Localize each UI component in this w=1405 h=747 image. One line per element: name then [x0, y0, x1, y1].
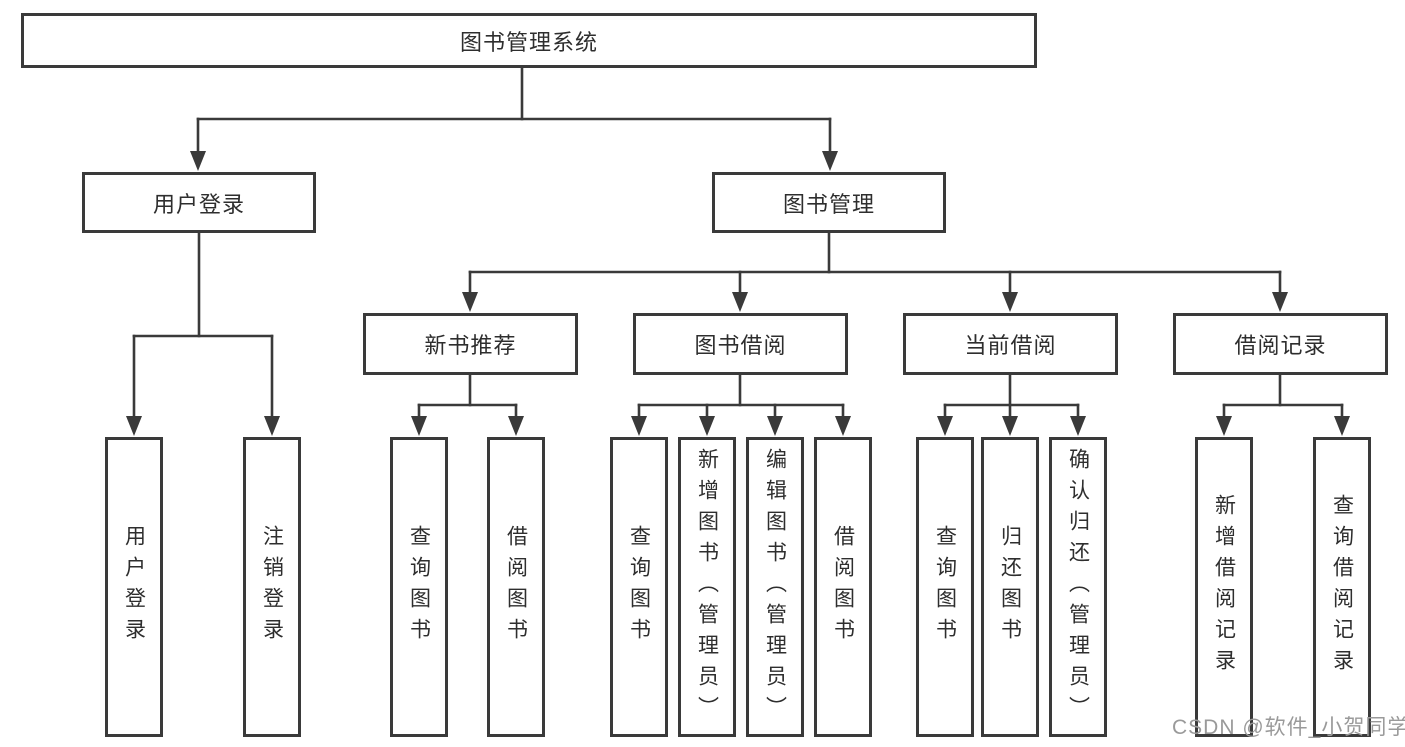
node-label: 编辑图书（管理员）	[763, 447, 787, 727]
leaf-query-borrow-record: 查询借阅记录	[1313, 437, 1371, 737]
node-label: 注销登录	[260, 525, 284, 649]
node-user-login: 用户登录	[82, 172, 316, 233]
node-book-borrow: 图书借阅	[633, 313, 848, 375]
leaf-logout: 注销登录	[243, 437, 301, 737]
leaf-add-borrow-record: 新增借阅记录	[1195, 437, 1253, 737]
node-label: 借阅记录	[1234, 333, 1327, 358]
node-current-borrow: 当前借阅	[903, 313, 1118, 375]
leaf-add-books-admin: 新增图书（管理员）	[678, 437, 736, 737]
node-label: 查询图书	[407, 525, 431, 649]
node-label: 归还图书	[998, 525, 1022, 649]
node-label: 查询图书	[933, 525, 957, 649]
node-label: 新增图书（管理员）	[695, 447, 719, 727]
node-borrow-records: 借阅记录	[1173, 313, 1388, 375]
node-root-system: 图书管理系统	[21, 13, 1037, 68]
node-label: 新书推荐	[424, 333, 517, 358]
leaf-confirm-return-admin: 确认归还（管理员）	[1049, 437, 1107, 737]
node-label: 当前借阅	[964, 333, 1057, 358]
node-label: 新增借阅记录	[1212, 494, 1236, 680]
node-label: 图书借阅	[694, 333, 787, 358]
leaf-query-books-1: 查询图书	[390, 437, 448, 737]
csdn-watermark: CSDN @软件_小贺同学	[1172, 716, 1405, 739]
node-label: 查询图书	[627, 525, 651, 649]
node-label: 用户登录	[152, 191, 245, 217]
node-book-management: 图书管理	[712, 172, 946, 233]
leaf-edit-books-admin: 编辑图书（管理员）	[746, 437, 804, 737]
leaf-return-books: 归还图书	[981, 437, 1039, 737]
node-label: 确认归还（管理员）	[1066, 447, 1090, 727]
leaf-query-books-2: 查询图书	[610, 437, 668, 737]
node-label: 借阅图书	[831, 525, 855, 649]
node-label: 图书管理	[782, 191, 875, 217]
node-label: 图书管理系统	[459, 29, 598, 55]
leaf-borrow-books-1: 借阅图书	[487, 437, 545, 737]
leaf-query-books-3: 查询图书	[916, 437, 974, 737]
leaf-borrow-books-2: 借阅图书	[814, 437, 872, 737]
node-new-book-recommend: 新书推荐	[363, 313, 578, 375]
node-label: 用户登录	[122, 525, 146, 649]
leaf-user-login: 用户登录	[105, 437, 163, 737]
node-label: 借阅图书	[504, 525, 528, 649]
node-label: 查询借阅记录	[1330, 494, 1354, 680]
